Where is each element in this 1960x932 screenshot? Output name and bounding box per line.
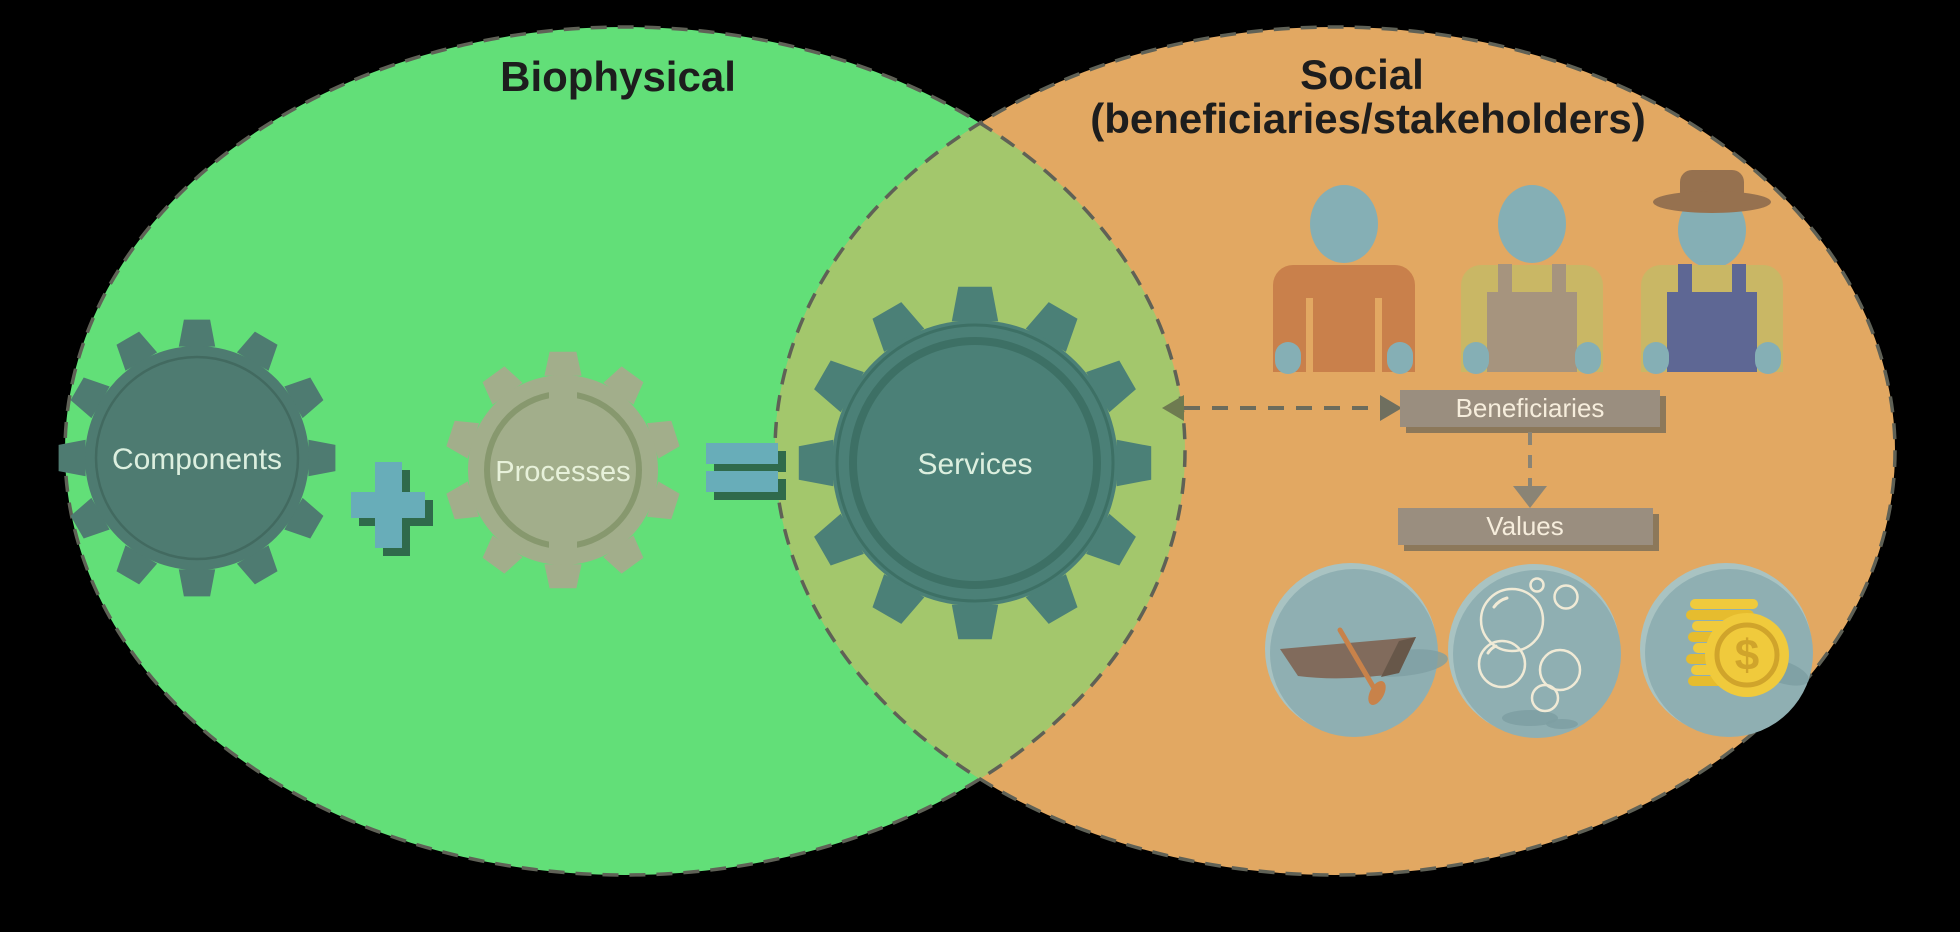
- services-label: Services: [917, 448, 1032, 481]
- components-gear-body: [85, 346, 309, 570]
- bubbles-circle: [1453, 570, 1621, 738]
- equals-icon: [706, 443, 786, 500]
- arrowhead-down-icon: [1513, 486, 1547, 508]
- components-gear-ring: [94, 355, 300, 561]
- person1-hand: [1387, 342, 1413, 374]
- money-coins-icon: $: [1640, 563, 1813, 737]
- arrowhead-right-icon: [1380, 395, 1402, 421]
- farmer-hat-brim: [1653, 191, 1771, 213]
- services-gear-ring: [849, 337, 1101, 589]
- social-title-line2: (beneficiaries/stakeholders): [1090, 95, 1646, 142]
- boat-hull: [1280, 637, 1416, 679]
- services-gear-outer-ring: [835, 323, 1115, 603]
- person-orange-shirt-icon: [1273, 185, 1415, 374]
- services-beneficiaries-arrow: [1162, 395, 1402, 421]
- components-label: Components: [112, 443, 282, 476]
- processes-label: Processes: [495, 456, 630, 488]
- person-gray-overalls-icon: [1461, 185, 1603, 374]
- dollar-sign: $: [1735, 631, 1759, 680]
- beneficiaries-box: Beneficiaries: [1400, 390, 1666, 433]
- person2-hand: [1575, 342, 1601, 374]
- person3-hand: [1643, 342, 1669, 374]
- person3-bib: [1667, 292, 1757, 372]
- services-gear: Services: [798, 286, 1152, 640]
- bubbles-icon: [1448, 564, 1621, 738]
- beneficiaries-values-arrow: [1513, 432, 1547, 508]
- person1-head: [1310, 185, 1378, 263]
- person2-head: [1498, 185, 1566, 263]
- plus-icon: [351, 462, 433, 556]
- services-gear-body: [832, 320, 1118, 606]
- values-box: Values: [1398, 508, 1659, 551]
- farmer-blue-overalls-icon: [1641, 170, 1783, 374]
- processes-gear: Processes: [446, 351, 680, 589]
- processes-gear-body: [468, 375, 658, 565]
- values-label: Values: [1486, 511, 1564, 541]
- overlap-region: [775, 27, 1185, 875]
- boat-bow: [1381, 637, 1416, 677]
- beneficiaries-label: Beneficiaries: [1456, 393, 1605, 423]
- social-title-line1: Social: [1300, 51, 1424, 98]
- person3-hand: [1755, 342, 1781, 374]
- rowboat-icon: [1265, 563, 1448, 737]
- person2-hand: [1463, 342, 1489, 374]
- boat-oar: [1337, 627, 1377, 691]
- person2-bib: [1487, 292, 1577, 372]
- biophysical-title: Biophysical: [500, 53, 736, 100]
- person1-hand: [1275, 342, 1301, 374]
- components-gear: Components: [58, 319, 336, 597]
- arrowhead-left-icon: [1162, 395, 1184, 421]
